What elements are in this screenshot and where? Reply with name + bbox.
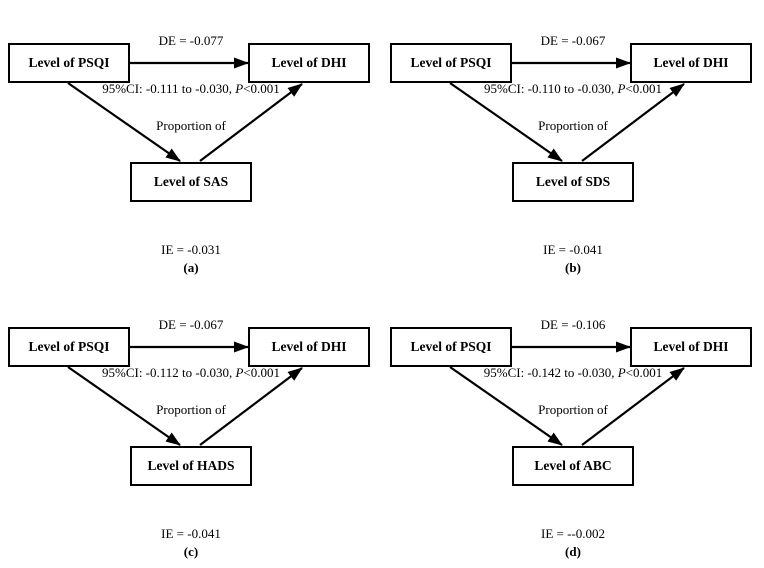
p-symbol: P xyxy=(235,365,244,380)
path-arrows xyxy=(67,57,303,162)
panel-c: DE = -0.067 95%CI: -0.112 to -0.030, P<0… xyxy=(0,284,382,568)
ie-value: IE = --0.002 xyxy=(540,526,605,541)
path-arrows xyxy=(449,57,685,162)
arrow-mediator-dhi xyxy=(199,83,303,162)
de-ci: 95%CI: -0.110 to -0.030, P<0.001 xyxy=(483,81,663,96)
arrow-psqi-mediator xyxy=(449,366,563,446)
dhi-box-label: Level of DHI xyxy=(653,339,729,354)
dhi-box: Level of DHI xyxy=(630,327,752,367)
mediator-box: Level of ABC xyxy=(512,446,634,486)
mediator-box-label: Level of SDS xyxy=(535,174,611,189)
mediator-box: Level of SAS xyxy=(130,162,252,202)
panel-label: (a) xyxy=(183,260,199,275)
de-ci: 95%CI: -0.142 to -0.030, P<0.001 xyxy=(483,365,663,380)
proportion-line1: Proportion of xyxy=(156,118,226,133)
de-ci: 95%CI: -0.111 to -0.030, P<0.001 xyxy=(102,81,280,96)
path-arrows xyxy=(449,341,685,446)
arrow-psqi-mediator xyxy=(449,82,563,162)
de-value: DE = -0.077 xyxy=(158,33,224,48)
psqi-box: Level of PSQI xyxy=(8,327,130,367)
p-symbol: P xyxy=(617,81,626,96)
de-value: DE = -0.106 xyxy=(540,317,606,332)
indirect-effect-text: IE = --0.002 95%CI: -0.001 to -0.003, P<… xyxy=(382,494,764,568)
de-ci: 95%CI: -0.112 to -0.030, P<0.001 xyxy=(101,365,281,380)
direct-effect-text: DE = -0.067 95%CI: -0.110 to -0.030, P<0… xyxy=(382,1,764,129)
ie-value: IE = -0.041 xyxy=(161,526,221,541)
mediator-box-label: Level of HADS xyxy=(147,458,235,473)
panel-label: (c) xyxy=(183,544,199,559)
dhi-box: Level of DHI xyxy=(630,43,752,83)
ie-value: IE = -0.041 xyxy=(543,242,603,257)
indirect-effect-text: IE = -0.041 95%CI: -0.064 to -0.020, P<0… xyxy=(382,210,764,284)
path-arrows xyxy=(67,341,303,446)
psqi-box-label: Level of PSQI xyxy=(410,339,492,354)
p-symbol: P xyxy=(235,81,244,96)
dhi-box: Level of DHI xyxy=(248,43,370,83)
arrow-psqi-mediator xyxy=(67,366,181,446)
direct-effect-text: DE = -0.106 95%CI: -0.142 to -0.030, P<0… xyxy=(382,285,764,413)
dhi-box: Level of DHI xyxy=(248,327,370,367)
arrow-mediator-dhi xyxy=(581,367,685,446)
dhi-box-label: Level of DHI xyxy=(653,55,729,70)
panel-a: DE = -0.077 95%CI: -0.111 to -0.030, P<0… xyxy=(0,0,382,284)
direct-effect-text: DE = -0.077 95%CI: -0.111 to -0.030, P<0… xyxy=(0,1,382,129)
psqi-box-label: Level of PSQI xyxy=(410,55,492,70)
dhi-box-label: Level of DHI xyxy=(271,55,347,70)
direct-effect-text: DE = -0.067 95%CI: -0.112 to -0.030, P<0… xyxy=(0,285,382,413)
indirect-effect-text: IE = -0.041 95%CI:-0.062,-0.018, P<0.001 xyxy=(0,494,382,568)
psqi-box-label: Level of PSQI xyxy=(28,339,110,354)
proportion-line1: Proportion of xyxy=(156,402,226,417)
psqi-box: Level of PSQI xyxy=(8,43,130,83)
panel-d: DE = -0.106 95%CI: -0.142 to -0.030, P<0… xyxy=(382,284,764,568)
ie-value: IE = -0.031 xyxy=(161,242,221,257)
de-value: DE = -0.067 xyxy=(540,33,606,48)
psqi-box-label: Level of PSQI xyxy=(28,55,110,70)
mediator-box-label: Level of SAS xyxy=(153,174,229,189)
dhi-box-label: Level of DHI xyxy=(271,339,347,354)
panel-b: DE = -0.067 95%CI: -0.110 to -0.030, P<0… xyxy=(382,0,764,284)
mediator-box: Level of SDS xyxy=(512,162,634,202)
mediator-box-label: Level of ABC xyxy=(534,458,612,473)
panel-label: (b) xyxy=(565,260,581,275)
proportion-line1: Proportion of xyxy=(538,118,608,133)
arrow-psqi-mediator xyxy=(67,82,181,162)
psqi-box: Level of PSQI xyxy=(390,43,512,83)
de-value: DE = -0.067 xyxy=(158,317,224,332)
p-symbol: P xyxy=(617,365,626,380)
mediator-box: Level of HADS xyxy=(130,446,252,486)
psqi-box: Level of PSQI xyxy=(390,327,512,367)
proportion-line1: Proportion of xyxy=(538,402,608,417)
arrow-mediator-dhi xyxy=(199,367,303,446)
panel-label: (d) xyxy=(565,544,581,559)
arrow-mediator-dhi xyxy=(581,83,685,162)
indirect-effect-text: IE = -0.031 95%CI: -0.042 to -0.028, P<0… xyxy=(0,210,382,284)
